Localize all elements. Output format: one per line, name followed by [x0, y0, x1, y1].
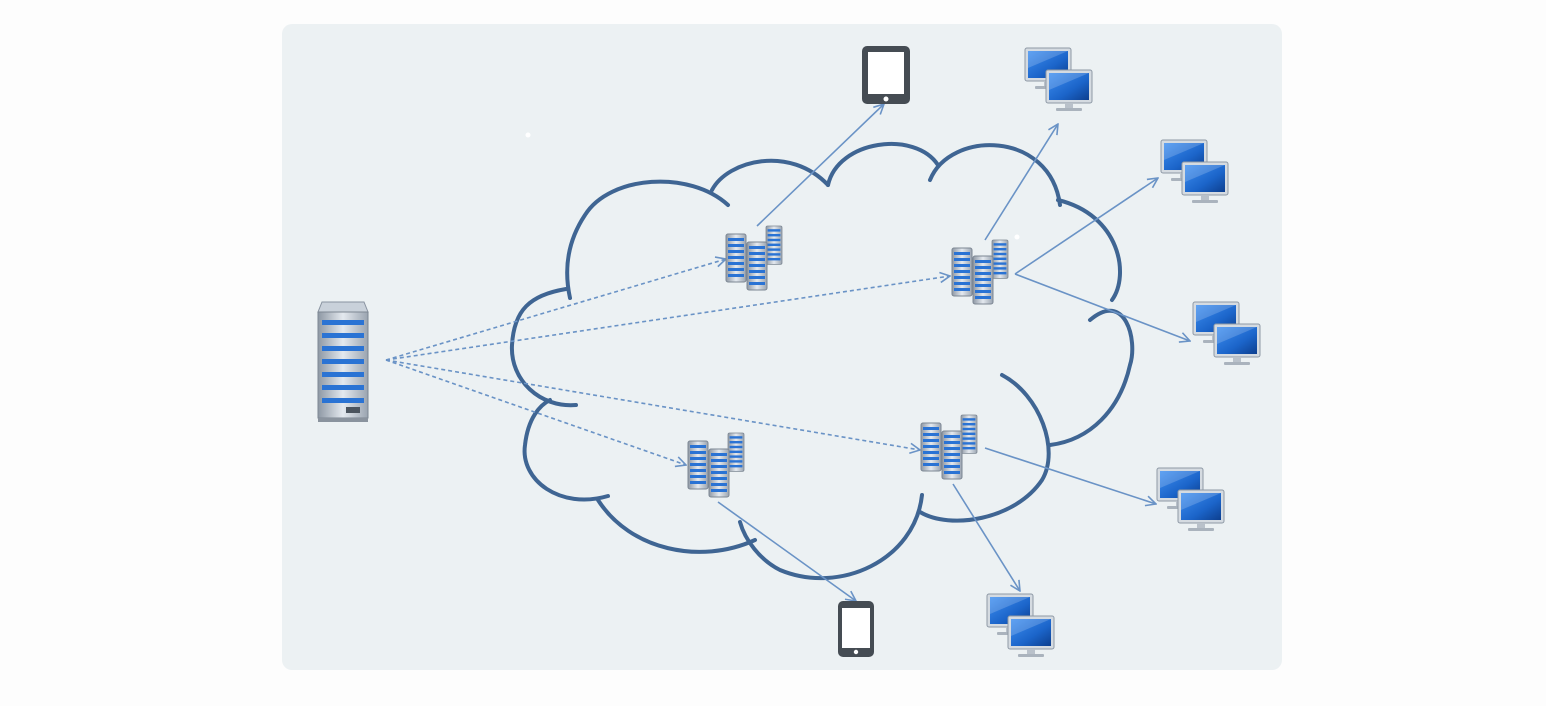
- desktops-bottom-icon: [987, 594, 1054, 657]
- arrow-origin-edge-top-right: [385, 276, 950, 361]
- edge-bottom-right-server-cluster-icon: [921, 415, 977, 479]
- edge-top-left-server-cluster-icon: [726, 226, 782, 290]
- desktops-right-lower-icon: [1157, 468, 1224, 531]
- arrow-origin-edge-bottom-left: [385, 359, 686, 465]
- diagram-panel: [282, 24, 1282, 670]
- speck: [525, 132, 531, 138]
- origin-server-icon: [317, 301, 369, 422]
- desktops-right-middle-icon: [1193, 302, 1260, 365]
- edge-top-right-server-cluster-icon: [952, 240, 1008, 304]
- arrow-to-desktops-right-lower: [984, 447, 1156, 504]
- origin-to-edge-arrows: [385, 259, 950, 465]
- speck: [1014, 234, 1020, 240]
- edge-bottom-left-server-cluster-icon: [688, 433, 744, 497]
- arrow-origin-edge-top-left: [385, 259, 726, 361]
- arrow-to-desktops-top: [984, 124, 1058, 241]
- arrow-to-desktops-right-middle: [1014, 273, 1190, 341]
- desktops-right-upper-icon: [1161, 140, 1228, 203]
- desktops-top-icon: [1025, 48, 1092, 111]
- arrow-to-phone-bottom: [717, 501, 856, 601]
- edge-to-client-arrows: [717, 104, 1190, 601]
- tablet-icon: [862, 46, 910, 104]
- arrow-to-tablet-top: [756, 104, 884, 227]
- arrow-origin-edge-bottom-right: [385, 359, 920, 450]
- arrow-to-desktops-right-upper: [1014, 178, 1158, 275]
- cloud-outline: [509, 142, 1135, 581]
- arrow-to-desktops-bottom: [952, 483, 1020, 591]
- smartphone-icon: [838, 601, 874, 657]
